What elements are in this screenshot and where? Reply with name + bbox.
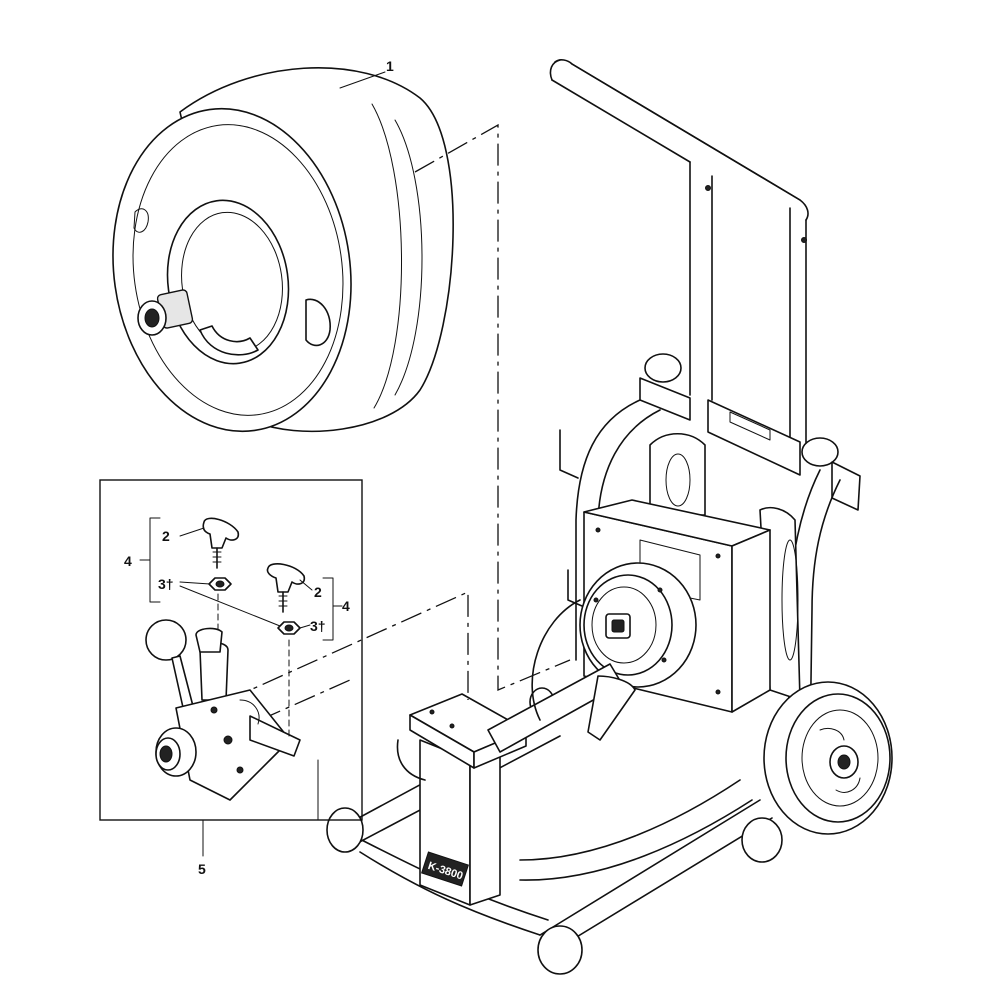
callout-5: 5: [198, 861, 206, 877]
callout-2a: 2: [162, 528, 170, 544]
callout-3b-leader: [299, 624, 311, 629]
detail-box: [99, 479, 363, 821]
callout-5-leader: [202, 759, 319, 857]
knob-screw-b: [266, 563, 306, 613]
callout-2b: 2: [314, 584, 322, 600]
callout-3a-leader-1: [179, 581, 211, 585]
callout-2b-leader: [299, 579, 313, 591]
drum-assembly: [112, 67, 454, 433]
cart-frame: K-3800: [326, 59, 893, 975]
callout-4a: 4: [124, 553, 132, 569]
feed-assembly-line-2: [259, 679, 351, 721]
knob-screw-a: [202, 517, 240, 569]
nut-b: [277, 621, 301, 635]
feed-assembly-line: [227, 590, 469, 701]
callout-3b: 3†: [310, 618, 326, 634]
callout-4b: 4: [342, 598, 350, 614]
callout-3a-leader-2: [179, 585, 281, 627]
callout-1-leader: [339, 71, 386, 89]
nut-a: [208, 577, 232, 591]
drum-assembly-line: [414, 123, 571, 691]
callout-1: 1: [386, 58, 394, 74]
callout-3a: 3†: [158, 576, 174, 592]
bracket-4b: [322, 577, 334, 641]
feed-control-assembly: [145, 619, 301, 801]
callout-2a-leader: [179, 527, 205, 537]
